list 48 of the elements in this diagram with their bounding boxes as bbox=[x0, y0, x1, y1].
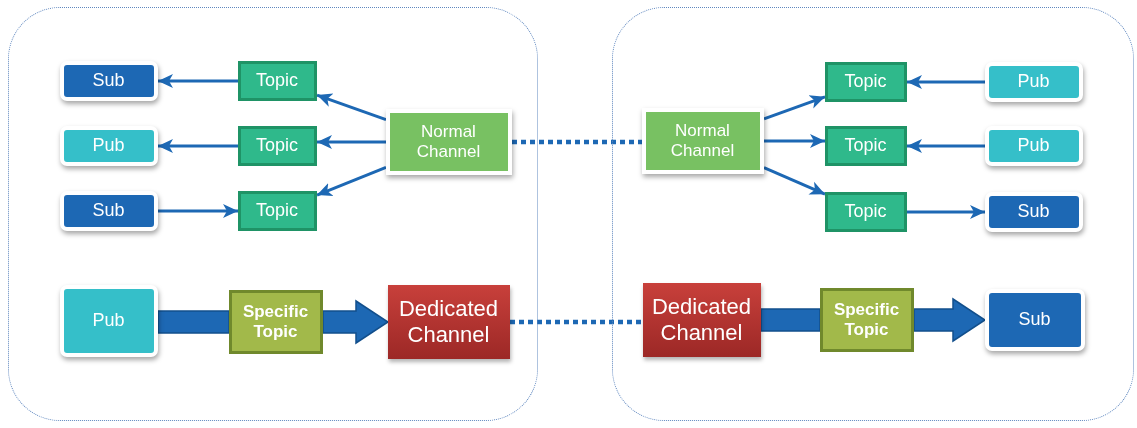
topic-box bbox=[819, 287, 914, 352]
node-label: Pub bbox=[92, 135, 125, 156]
node-label: Topic bbox=[844, 135, 887, 156]
node-label: Pub bbox=[1017, 135, 1050, 156]
node-label: Topic bbox=[844, 201, 887, 222]
node-label: Sub bbox=[92, 200, 125, 221]
arrow bbox=[158, 74, 238, 88]
topic-box bbox=[237, 60, 317, 101]
node-label: Topic bbox=[256, 135, 298, 156]
block-arrow bbox=[157, 310, 230, 334]
topic-box bbox=[824, 125, 907, 166]
dotted-line bbox=[510, 319, 643, 325]
arrow bbox=[907, 205, 985, 219]
arrow bbox=[316, 165, 387, 197]
topic-box bbox=[237, 125, 317, 166]
topic-box bbox=[824, 191, 907, 232]
block-arrow bbox=[913, 297, 987, 343]
dotted-line bbox=[512, 139, 642, 145]
node-label: Dedicated Channel bbox=[397, 296, 500, 347]
node-label: Specific Topic bbox=[832, 299, 901, 340]
arrow bbox=[763, 95, 826, 121]
node-label: Normal Channel bbox=[415, 121, 482, 162]
arrow bbox=[158, 139, 238, 153]
arrow bbox=[316, 93, 387, 121]
node-label: Topic bbox=[256, 200, 298, 221]
arrow bbox=[907, 75, 985, 89]
arrow bbox=[158, 204, 238, 218]
node-label: Normal Channel bbox=[669, 120, 736, 161]
node-label: Topic bbox=[844, 71, 887, 92]
node-label: Specific Topic bbox=[241, 301, 310, 342]
node-label: Sub bbox=[1017, 201, 1050, 222]
node-label: Sub bbox=[1018, 309, 1051, 330]
topic-box bbox=[237, 190, 317, 231]
arrow bbox=[317, 135, 386, 149]
arrow bbox=[907, 139, 985, 153]
node-label: Topic bbox=[256, 70, 298, 91]
arrow bbox=[764, 134, 825, 148]
topic-box bbox=[228, 289, 323, 354]
block-arrow bbox=[760, 308, 821, 332]
node-label: Sub bbox=[92, 70, 125, 91]
node-label: Dedicated Channel bbox=[650, 294, 753, 345]
arrow bbox=[763, 166, 826, 196]
node-label: Pub bbox=[92, 310, 125, 331]
channel-box bbox=[642, 282, 761, 357]
topic-box bbox=[824, 61, 907, 102]
block-arrow bbox=[322, 299, 390, 345]
node-label: Pub bbox=[1017, 71, 1050, 92]
channel-box bbox=[387, 284, 510, 359]
